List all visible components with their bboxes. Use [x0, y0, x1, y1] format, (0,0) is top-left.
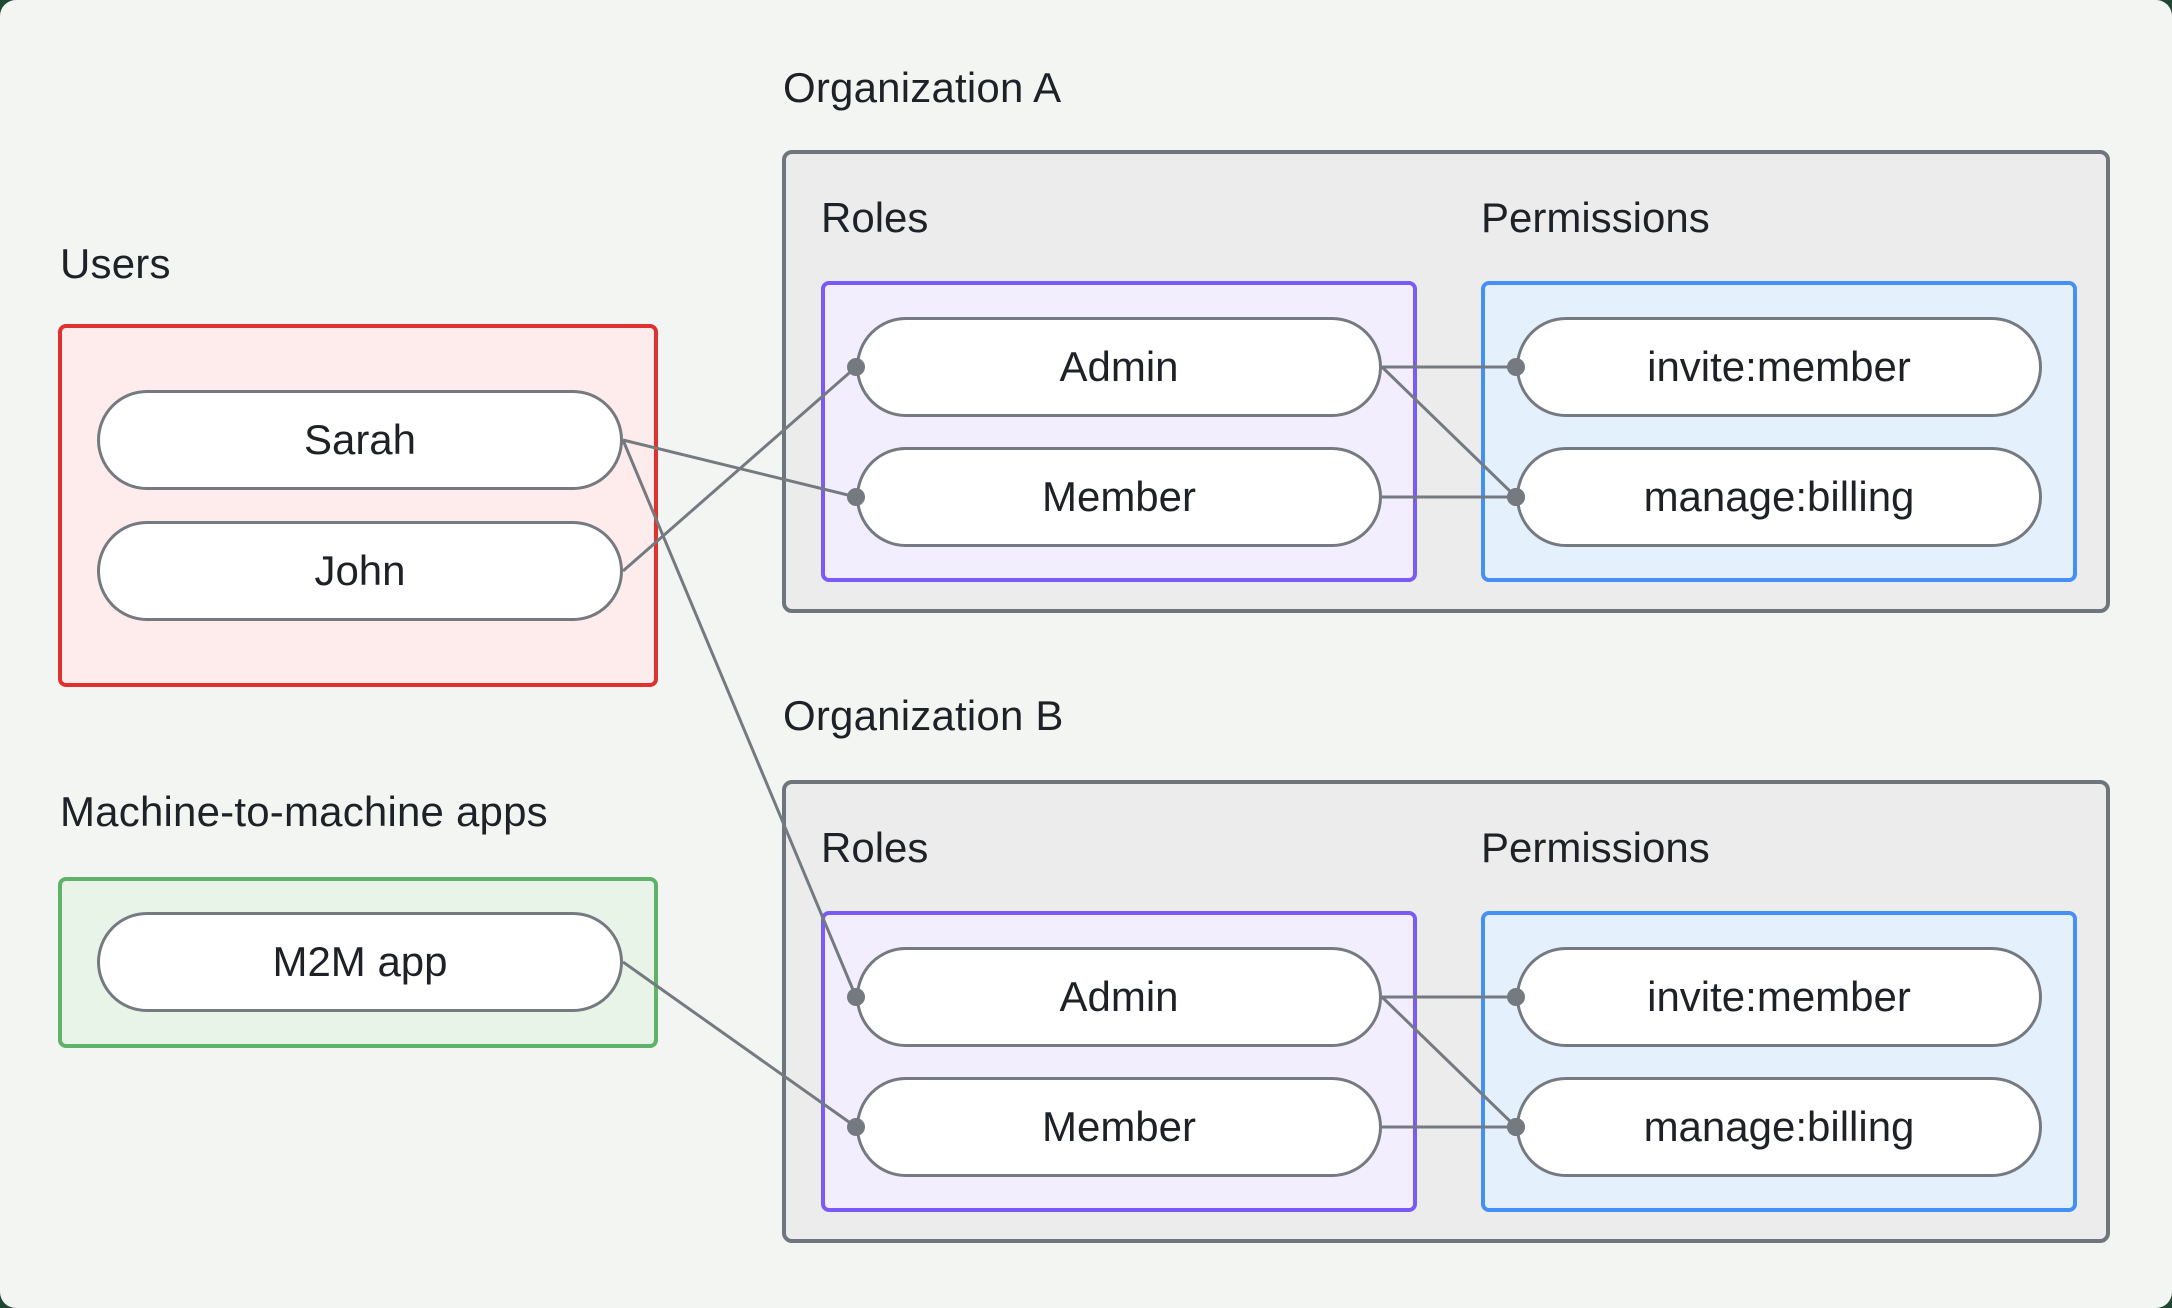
role-node-member: Member — [856, 447, 1382, 547]
role-node-label: Admin — [1059, 973, 1179, 1020]
user-node-label: Sarah — [303, 416, 417, 463]
org-a-permissions-label: Permissions — [1481, 194, 1710, 241]
m2m-group-label: Machine-to-machine apps — [60, 788, 548, 835]
org-a-roles-box: Admin Member — [821, 281, 1417, 582]
users-group-label: Users — [60, 240, 171, 287]
org-a-title: Organization A — [783, 64, 1062, 111]
permission-node-label: manage:billing — [1643, 1103, 1915, 1150]
org-b-permissions-box: invite:member manage:billing — [1481, 911, 2077, 1212]
org-a-permissions-box: invite:member manage:billing — [1481, 281, 2077, 582]
role-node-member: Member — [856, 1077, 1382, 1177]
permission-node-label: invite:member — [1647, 973, 1911, 1020]
role-node-label: Admin — [1059, 343, 1179, 390]
org-b-roles-label: Roles — [821, 824, 929, 871]
org-a-roles-label: Roles — [821, 194, 929, 241]
user-node-sarah: Sarah — [97, 390, 623, 490]
users-group-box — [58, 324, 658, 687]
role-node-admin: Admin — [856, 947, 1382, 1047]
org-b-permissions-label: Permissions — [1481, 824, 1710, 871]
role-node-admin: Admin — [856, 317, 1382, 417]
m2m-node: M2M app — [97, 912, 623, 1012]
org-b-roles-box: Admin Member — [821, 911, 1417, 1212]
org-b-box: Roles Admin Member Permissions invite:me… — [782, 780, 2110, 1243]
role-node-label: Member — [1041, 473, 1197, 520]
permission-node-manage-billing: manage:billing — [1516, 1077, 2042, 1177]
org-b-title: Organization B — [783, 692, 1064, 739]
permission-node-manage-billing: manage:billing — [1516, 447, 2042, 547]
org-a-box: Roles Admin Member Permissions invite:me… — [782, 150, 2110, 613]
role-node-label: Member — [1041, 1103, 1197, 1150]
m2m-node-label: M2M app — [272, 938, 448, 985]
permission-node-label: manage:billing — [1643, 473, 1915, 520]
permission-node-invite-member: invite:member — [1516, 947, 2042, 1047]
permission-node-label: invite:member — [1647, 343, 1911, 390]
user-node-label: John — [314, 547, 406, 594]
user-node-john: John — [97, 521, 623, 621]
permission-node-invite-member: invite:member — [1516, 317, 2042, 417]
